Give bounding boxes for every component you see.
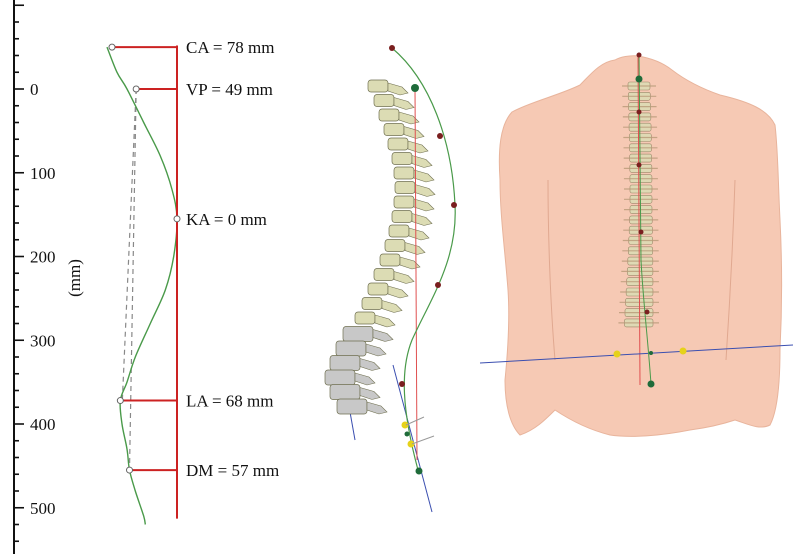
vertebra-body: [395, 182, 415, 194]
vertebra-process: [408, 141, 428, 153]
vertebra-process: [414, 199, 434, 211]
y-tick-label: 400: [30, 415, 56, 434]
vertebra-process: [388, 83, 408, 95]
vertebra-process: [404, 127, 424, 139]
vertebra-body: [394, 196, 414, 208]
vertebra-body: [374, 95, 394, 107]
marker-labels: CA = 78 mm VP = 49 mm KA = 0 mm LA = 68 mm D…: [186, 38, 279, 480]
marker-lines: [112, 47, 177, 470]
y-tick-label: 0: [30, 80, 39, 99]
marker-point: [117, 398, 123, 404]
vertebra-body: [337, 399, 367, 414]
marker-label: KA = 0 mm: [186, 210, 267, 229]
vertebra-process: [414, 170, 434, 182]
y-tick-label: 100: [30, 164, 56, 183]
y-axis-ticks: [14, 5, 24, 541]
vertebra-process: [367, 402, 387, 414]
vertebra-process: [360, 359, 380, 371]
vertebra-process: [400, 257, 420, 269]
vertebra-body: [325, 370, 355, 385]
marker-point: [133, 86, 139, 92]
vertebra-body: [330, 385, 360, 400]
vertebra-process: [405, 243, 425, 255]
vertebra-process: [366, 344, 386, 356]
y-tick-label: 500: [30, 499, 56, 518]
y-tick-label: 200: [30, 248, 56, 267]
vertebra-process: [360, 388, 380, 400]
lateral-vertebrae: [325, 80, 435, 414]
marker-label: CA = 78 mm: [186, 38, 274, 57]
vertebra-body: [355, 312, 375, 324]
vertebra-body: [374, 269, 394, 281]
vertebra-body: [394, 167, 414, 179]
profile-curve: [107, 47, 177, 524]
vertebra-process: [409, 228, 429, 240]
marker-label: DM = 57 mm: [186, 461, 279, 480]
vertebra-body: [392, 153, 412, 165]
vertebra-body: [336, 341, 366, 356]
profile-chart: 0 100 200 300 400 500 (mm) CA = 78 mm VP = 49 …: [14, 0, 279, 554]
marker-point: [174, 216, 180, 222]
vertebra-body: [384, 124, 404, 136]
vertebra-body: [379, 109, 399, 121]
dashed-connector-lines: [122, 89, 136, 470]
vertebra-body: [362, 298, 382, 310]
y-axis-unit-label: (mm): [65, 259, 84, 297]
marker-label: VP = 49 mm: [186, 80, 273, 99]
marker-point: [127, 467, 133, 473]
vertebra-body: [330, 356, 360, 371]
vertebra-body: [392, 211, 412, 223]
vertebra-process: [355, 373, 375, 385]
lateral-spine-model: [325, 45, 457, 512]
vertebra-process: [388, 286, 408, 298]
vertebra-process: [375, 315, 395, 327]
vertebra-body: [385, 240, 405, 252]
vertebra-body: [388, 138, 408, 150]
vertebra-process: [412, 214, 432, 226]
vertebra-body: [368, 283, 388, 295]
vertebra-process: [399, 112, 419, 124]
vertebra-process: [394, 272, 414, 284]
posterior-torso-model: [480, 53, 793, 437]
vertebra-process: [382, 301, 402, 313]
marker-label: LA = 68 mm: [186, 392, 274, 411]
vertebra-process: [415, 185, 435, 197]
y-axis-tick-labels: 0 100 200 300 400 500: [30, 80, 56, 518]
vertebra-body: [343, 327, 373, 342]
y-tick-label: 300: [30, 331, 56, 350]
vertebra-process: [394, 98, 414, 110]
lateral-blue-line-short: [350, 412, 355, 440]
dashed-line: [130, 89, 137, 470]
vertebra-body: [368, 80, 388, 92]
vertebra-process: [373, 330, 393, 342]
vertebra-body: [389, 225, 409, 237]
dashed-line: [122, 89, 136, 401]
marker-point: [109, 44, 115, 50]
vertebra-body: [380, 254, 400, 266]
